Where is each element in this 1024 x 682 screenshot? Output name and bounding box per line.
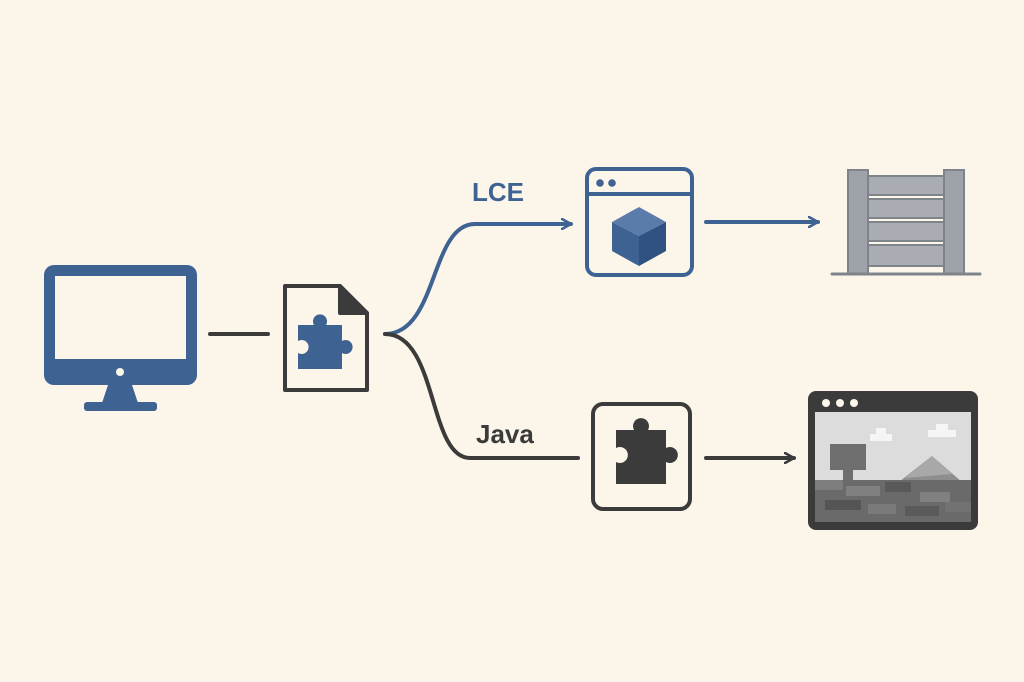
game-scene xyxy=(815,412,971,522)
server-rack-icon xyxy=(830,169,982,276)
connector-plugin-to-java xyxy=(383,332,580,460)
desktop-monitor-icon xyxy=(44,265,197,411)
app-window-cube-icon xyxy=(585,167,694,277)
java-branch-label: Java xyxy=(476,419,534,449)
plugin-file-icon xyxy=(283,284,369,392)
game-window-icon xyxy=(808,391,978,530)
file-puzzle-piece-icon xyxy=(298,314,353,369)
cube-icon xyxy=(612,207,666,266)
lce-branch-label: LCE xyxy=(472,177,524,207)
connector-plugin-to-lce xyxy=(383,224,573,336)
puzzle-piece-icon xyxy=(591,402,692,511)
